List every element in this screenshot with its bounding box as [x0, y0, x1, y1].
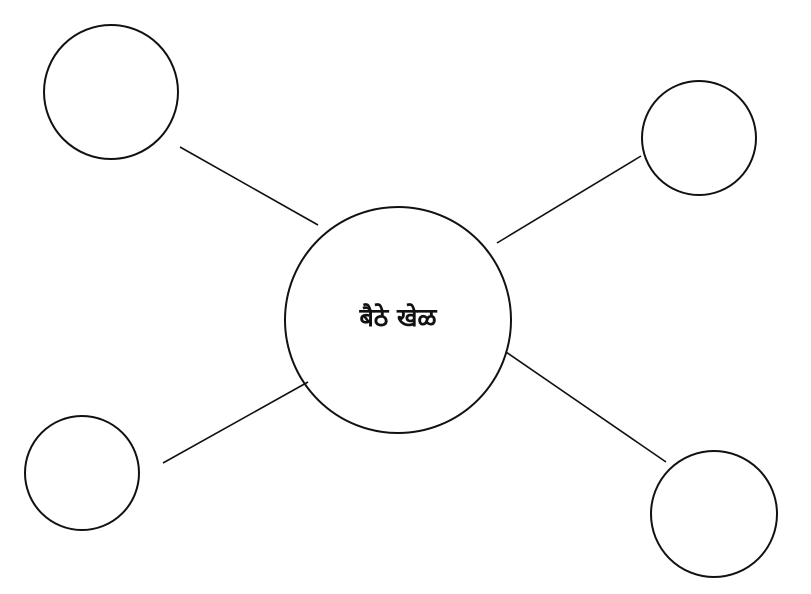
branch-node-bottom-left — [24, 415, 140, 531]
branch-node-bottom-right — [650, 450, 778, 578]
branch-node-top-right — [641, 80, 757, 196]
connector-top-right — [496, 155, 642, 244]
connector-bottom-right — [505, 351, 667, 463]
connector-top-left — [179, 146, 319, 226]
center-node — [284, 206, 512, 434]
branch-node-top-left — [43, 24, 179, 160]
connector-bottom-left — [162, 381, 309, 464]
center-node-label: बैठे खेळ — [359, 303, 437, 332]
